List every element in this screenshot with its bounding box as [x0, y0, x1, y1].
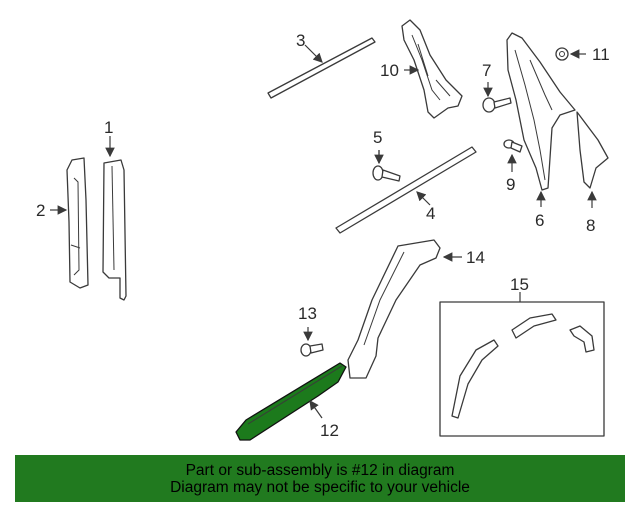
callout-12[interactable]: 12	[320, 421, 339, 440]
part-9-screw[interactable]	[503, 139, 523, 153]
leader-12	[309, 400, 323, 419]
part-info-banner: Part or sub-assembly is #12 in diagram D…	[15, 455, 625, 502]
part-12-sill-trim[interactable]	[235, 362, 347, 441]
callout-15[interactable]: 15	[510, 275, 529, 294]
leader-3	[304, 44, 323, 63]
callout-10[interactable]: 10	[380, 61, 399, 80]
callout-11[interactable]: 11	[592, 45, 610, 64]
part-13-bolt[interactable]	[300, 343, 324, 357]
callout-8[interactable]: 8	[586, 216, 595, 235]
part-5-bolt[interactable]	[372, 165, 401, 182]
part-1-pillar-molding[interactable]	[102, 159, 127, 301]
part-6-rear-pillar-trim[interactable]	[506, 32, 576, 191]
callout-13[interactable]: 13	[298, 304, 317, 323]
part-10-pillar-bracket[interactable]	[401, 19, 463, 119]
part-14-pillar-lower-trim[interactable]	[347, 239, 441, 379]
leader-4	[416, 191, 431, 206]
part-8-quarter-panel[interactable]	[576, 111, 609, 189]
part-15-wheel-arch-kit[interactable]	[439, 301, 605, 437]
callout-7[interactable]: 7	[482, 61, 491, 80]
callout-4[interactable]: 4	[426, 204, 435, 223]
part-2-pillar-panel[interactable]	[66, 157, 89, 289]
callout-3[interactable]: 3	[296, 31, 305, 50]
callout-14[interactable]: 14	[466, 248, 485, 267]
callout-2[interactable]: 2	[36, 201, 45, 220]
callout-5[interactable]: 5	[373, 128, 382, 147]
callout-6[interactable]: 6	[535, 211, 544, 230]
part-3-weatherstrip[interactable]	[267, 37, 376, 99]
callout-1[interactable]: 1	[104, 118, 113, 137]
banner-line-disclaimer: Diagram may not be specific to your vehi…	[170, 478, 470, 496]
banner-line-part: Part or sub-assembly is #12 in diagram	[185, 461, 455, 479]
callout-9[interactable]: 9	[506, 175, 515, 194]
part-11-clip[interactable]	[555, 47, 569, 61]
part-7-bolt[interactable]	[482, 97, 512, 113]
part-4-weatherstrip[interactable]	[335, 146, 477, 234]
